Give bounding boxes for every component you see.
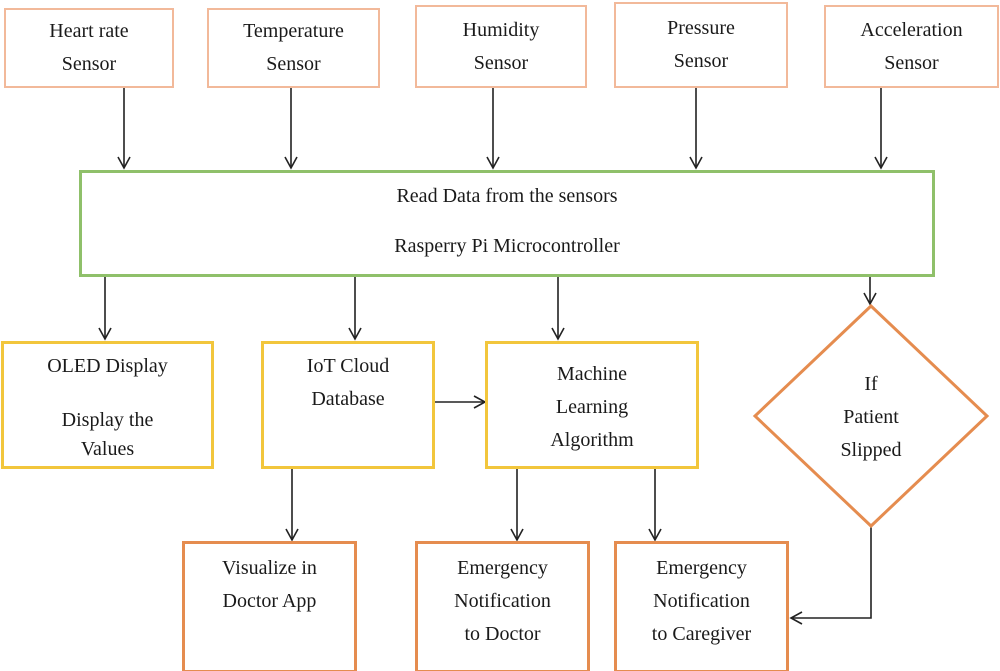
notify-caregiver-label: Emergency bbox=[656, 557, 747, 579]
controller-label-read: Read Data from the sensors bbox=[396, 184, 618, 207]
ml-label: Algorithm bbox=[550, 429, 634, 451]
notify-doctor-label: to Doctor bbox=[464, 623, 541, 645]
notify-caregiver-box: Emergency Notification to Caregiver bbox=[614, 541, 789, 671]
heart-rate-sensor-box: Heart rate Sensor bbox=[4, 8, 174, 88]
oled-label-title: OLED Display bbox=[47, 355, 168, 377]
notify-caregiver-label: to Caregiver bbox=[651, 623, 752, 645]
arrow-decision-to-notify-caregiver bbox=[789, 526, 872, 625]
notify-doctor-label: Notification bbox=[454, 590, 551, 612]
sensor-label: Sensor bbox=[673, 50, 729, 72]
sensor-label: Sensor bbox=[266, 53, 321, 75]
sensor-label: Temperature bbox=[243, 20, 344, 42]
controller-label-name: Rasperry Pi Microcontroller bbox=[394, 234, 620, 257]
raspberry-pi-controller-box: Read Data from the sensors Rasperry Pi M… bbox=[79, 170, 935, 277]
sensor-label: Pressure bbox=[667, 17, 735, 39]
doctor-app-box: Visualize in Doctor App bbox=[182, 541, 357, 671]
oled-label-desc2: Values bbox=[80, 438, 135, 460]
sensor-label: Heart rate bbox=[49, 20, 129, 42]
acceleration-sensor-box: Acceleration Sensor bbox=[824, 5, 999, 88]
cloud-label: Database bbox=[311, 388, 385, 410]
sensor-label: Sensor bbox=[884, 51, 939, 74]
doctor-app-label: Visualize in bbox=[222, 557, 317, 579]
notify-doctor-label: Emergency bbox=[457, 557, 548, 579]
ml-label: Learning bbox=[555, 396, 629, 418]
sensor-label: Acceleration bbox=[860, 18, 963, 41]
notify-caregiver-label: Notification bbox=[653, 590, 750, 612]
decision-label-patient: Patient bbox=[843, 406, 899, 428]
decision-diamond bbox=[752, 303, 990, 529]
cloud-label: IoT Cloud bbox=[306, 355, 390, 377]
sensor-label: Humidity bbox=[462, 18, 540, 41]
notify-doctor-box: Emergency Notification to Doctor bbox=[415, 541, 590, 671]
decision-label: If Patient Slipped bbox=[811, 368, 931, 467]
sensor-label: Sensor bbox=[473, 51, 529, 74]
doctor-app-label: Doctor App bbox=[222, 590, 317, 612]
pressure-sensor-box: Pressure Sensor bbox=[614, 2, 788, 88]
humidity-sensor-box: Humidity Sensor bbox=[415, 5, 587, 88]
sensor-label: Sensor bbox=[61, 53, 117, 75]
oled-display-box: OLED Display Display the Values bbox=[1, 341, 214, 469]
decision-label-if: If bbox=[864, 373, 878, 395]
temperature-sensor-box: Temperature Sensor bbox=[207, 8, 380, 88]
ml-label: Machine bbox=[557, 363, 627, 385]
machine-learning-box: Machine Learning Algorithm bbox=[485, 341, 699, 469]
decision-label-slipped: Slipped bbox=[840, 439, 902, 461]
oled-label-desc: Display the bbox=[61, 409, 154, 431]
iot-cloud-database-box: IoT Cloud Database bbox=[261, 341, 435, 469]
